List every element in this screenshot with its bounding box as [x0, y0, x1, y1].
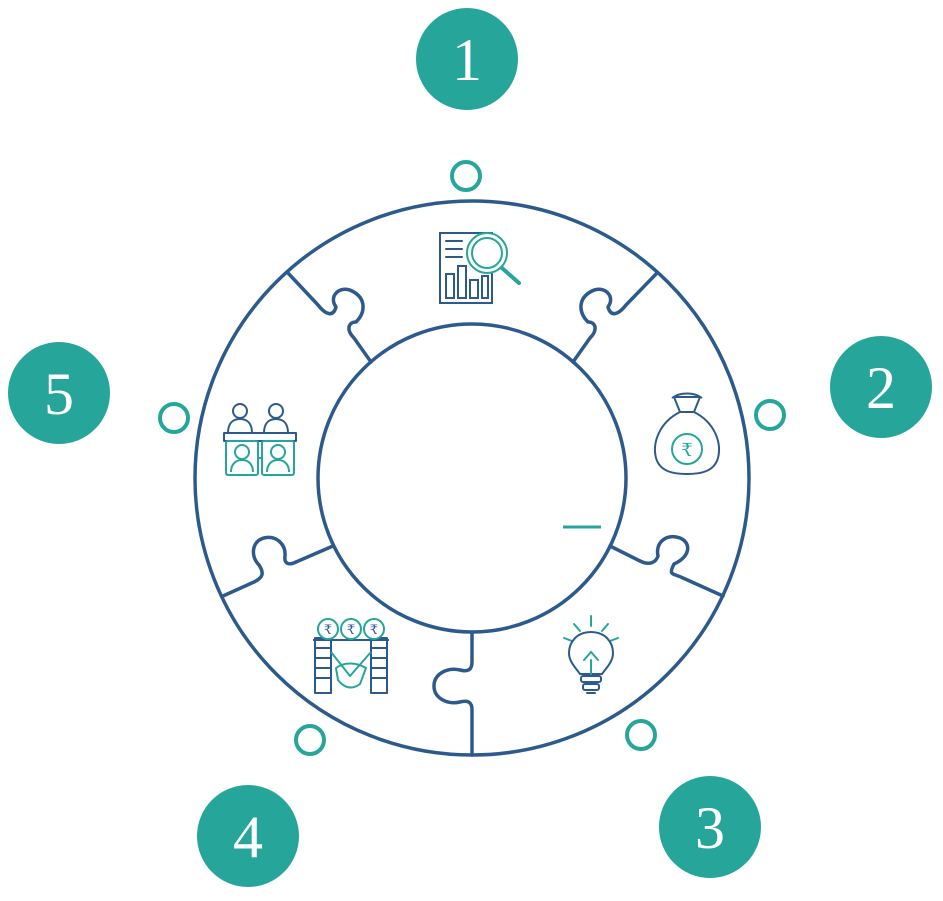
badge-4: 4 [197, 785, 299, 887]
badge-2-number: 2 [866, 355, 896, 421]
divider-4-5 [221, 535, 335, 598]
divider-1-5 [286, 271, 373, 364]
svg-text:₹: ₹ [324, 622, 332, 637]
lightbulb-idea-icon [563, 615, 619, 694]
board-meeting-people-icon [223, 403, 297, 476]
inner-ring-circle [316, 322, 628, 634]
handshake-rupee-coins-icon: ₹ ₹ ₹ [313, 618, 389, 694]
badge-3-number: 3 [695, 795, 725, 861]
badge-1: 1 [416, 8, 518, 110]
svg-text:₹: ₹ [370, 622, 378, 637]
divider-3-4 [432, 630, 474, 757]
badge-3: 3 [659, 776, 761, 878]
badge-3-circle [659, 776, 761, 878]
svg-text:₹: ₹ [347, 622, 355, 637]
outer-ring-circle [193, 199, 751, 757]
connector-dot-3 [625, 719, 657, 751]
puzzle-ring [193, 199, 751, 757]
badge-4-circle [197, 785, 299, 887]
badge-5-circle [8, 342, 110, 444]
badge-5-number: 5 [44, 361, 74, 427]
badge-5: 5 [8, 342, 110, 444]
badge-1-number: 1 [452, 27, 482, 93]
connector-dot-2 [754, 399, 786, 431]
report-magnifier-icon [439, 232, 521, 304]
divider-2-3 [608, 535, 725, 598]
badge-4-number: 4 [233, 804, 263, 870]
badge-2-circle [830, 336, 932, 438]
connector-dot-5 [158, 402, 190, 434]
puzzle-dividers [221, 271, 725, 757]
connector-dot-1 [450, 160, 482, 192]
connector-dots [158, 160, 786, 756]
divider-1-2 [571, 271, 659, 364]
connector-dot-4 [294, 724, 326, 756]
badge-1-circle [416, 8, 518, 110]
svg-text:₹: ₹ [681, 440, 692, 460]
badge-2: 2 [830, 336, 932, 438]
rupee-money-bag-icon: ₹ [654, 392, 720, 475]
